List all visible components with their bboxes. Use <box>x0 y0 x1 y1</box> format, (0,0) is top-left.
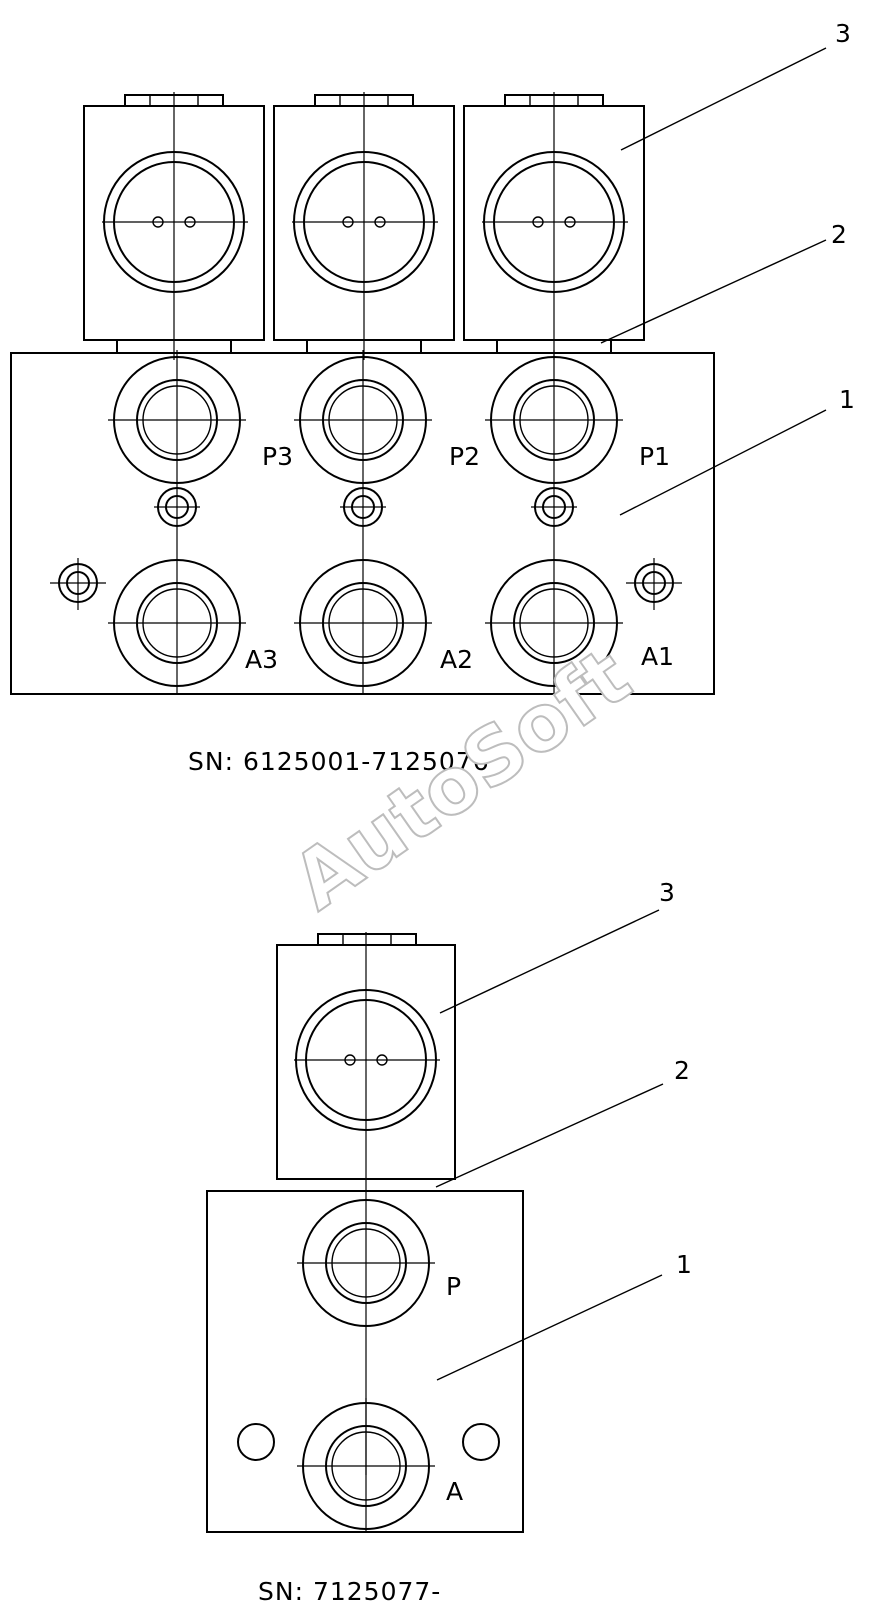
leader-line-2 <box>435 1083 664 1188</box>
port-label-p3: P3 <box>262 442 293 471</box>
callout-1: 1 <box>839 385 855 414</box>
small-screws <box>154 487 577 527</box>
callout-1: 1 <box>676 1250 692 1279</box>
manifold-block <box>206 1190 524 1533</box>
leader-line-1 <box>436 1274 663 1381</box>
mounting-hole-right <box>462 1423 500 1461</box>
port-label-a2: A2 <box>440 645 473 674</box>
callout-2: 2 <box>674 1056 690 1085</box>
port-label-a: A <box>446 1477 463 1506</box>
port-label-p2: P2 <box>449 442 480 471</box>
callout-2: 2 <box>831 220 847 249</box>
leader-line-3 <box>439 909 660 1014</box>
pressure-port <box>297 1199 435 1327</box>
upper-assembly: P3 P2 P1 A3 A2 A1 3 2 1 SN: 6125001-7125… <box>10 19 855 776</box>
solenoid-coil-left <box>83 92 265 360</box>
port-label-a1: A1 <box>641 642 674 671</box>
side-mounting-holes <box>50 558 682 610</box>
lower-assembly: P A 3 2 1 SN: 7125077- <box>206 878 692 1606</box>
leader-line-3 <box>620 47 827 151</box>
work-ports <box>108 559 623 687</box>
port-label-p1: P1 <box>639 442 670 471</box>
solenoid-coil-middle <box>273 92 455 360</box>
leader-line-1 <box>619 409 827 516</box>
serial-number-upper: SN: 6125001-7125076 <box>188 747 490 776</box>
port-label-p: P <box>446 1272 461 1301</box>
callout-3: 3 <box>835 19 851 48</box>
solenoid-coil-right <box>463 92 645 360</box>
callout-3: 3 <box>659 878 675 907</box>
mounting-hole-left <box>237 1423 275 1461</box>
work-port <box>297 1398 435 1532</box>
serial-number-lower: SN: 7125077- <box>258 1577 441 1606</box>
watermark: AutoSoft <box>277 631 646 927</box>
pressure-ports <box>108 350 623 694</box>
leader-line-2 <box>600 239 827 344</box>
solenoid-coil <box>276 932 456 1475</box>
port-label-a3: A3 <box>245 645 278 674</box>
